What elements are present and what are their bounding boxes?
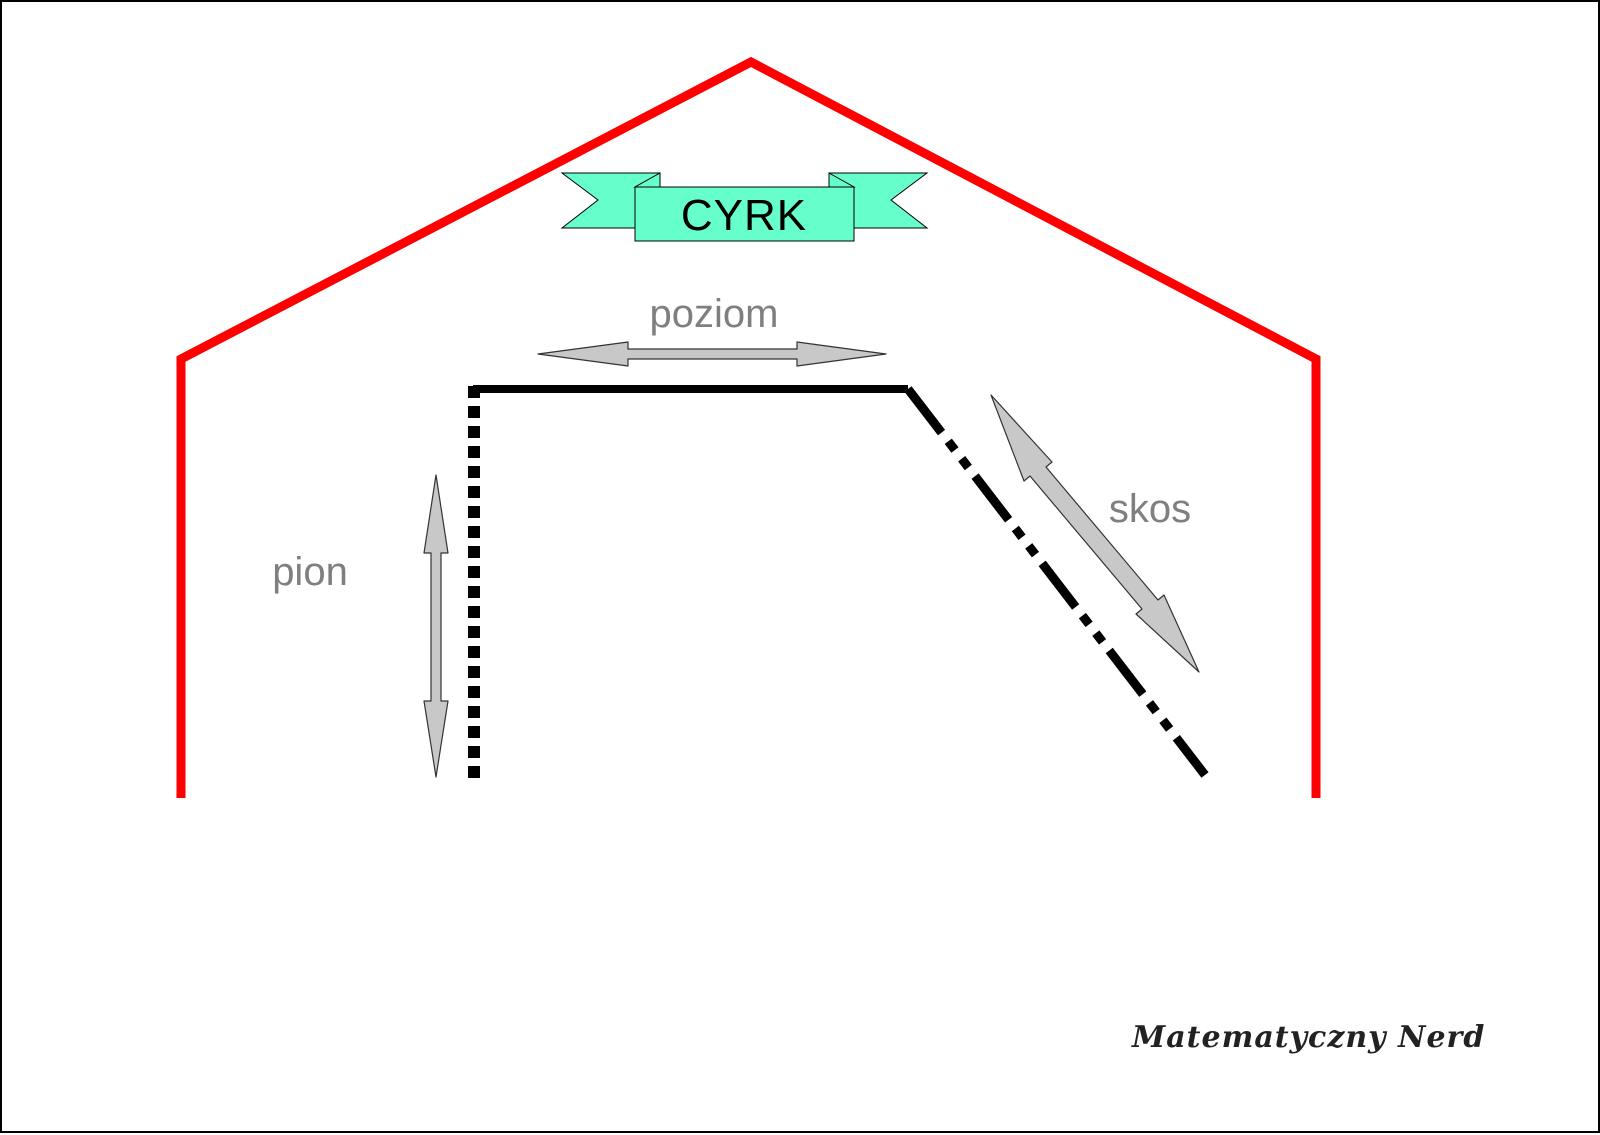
banner-title: CYRK: [681, 191, 807, 240]
slant-arrow: [990, 394, 1200, 673]
rope-slant-dashdot: [904, 386, 1209, 778]
label-slant: skos: [1109, 487, 1191, 531]
tent-outline: [176, 56, 1321, 798]
horizontal-arrow: [537, 341, 887, 367]
author-signature: Matematyczny Nerd: [1131, 1020, 1485, 1055]
label-horizontal: poziom: [650, 292, 779, 336]
label-vertical: pion: [272, 550, 348, 594]
banner-body: [634, 186, 855, 242]
vertical-arrow: [423, 474, 449, 778]
